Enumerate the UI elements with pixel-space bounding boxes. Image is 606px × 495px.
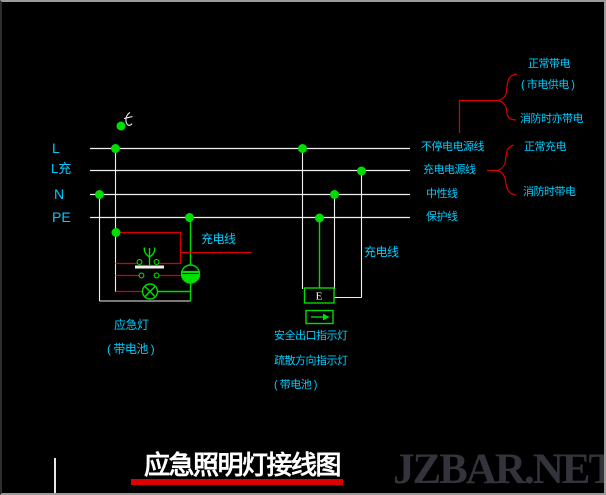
charging-line-label-1: 充电线 (201, 232, 236, 246)
relay-icon (135, 247, 164, 279)
charging-wires (115, 231, 252, 293)
junction-dot (111, 144, 120, 153)
switch-junction-dot (116, 121, 126, 131)
title-underline (131, 479, 343, 485)
brace-1 (497, 73, 518, 121)
watermark: JZBAR.NET (393, 446, 606, 493)
brace-2 (496, 144, 517, 196)
bus-label-Lc: L充 (51, 161, 72, 176)
exit-sign-subcaption: ( 带电池 ) (274, 379, 317, 391)
bracket-lead-1 (458, 99, 498, 133)
bus-desc-neutral: 中性线 (426, 188, 458, 200)
junction-dot (357, 166, 366, 176)
emergency-light-wires (98, 148, 191, 302)
bus-lines (90, 147, 410, 219)
charging-line-label-2: 充电线 (364, 245, 399, 259)
annotation-brackets (458, 73, 518, 196)
bus-desc-charging-power: 充电电源线 (423, 164, 476, 176)
relay-armature-bar (135, 265, 164, 269)
wire-charging-branch (116, 231, 182, 264)
exit-sign-box: E (303, 287, 335, 304)
battery-icon (180, 264, 201, 284)
pe-wires (158, 219, 321, 301)
junction-dot (95, 190, 104, 199)
annotation-normal-charging: 正常充电 (524, 141, 567, 153)
bus-desc-unswitched-power: 不停电电源线 (421, 141, 485, 153)
arrow-sign-icon (305, 309, 334, 325)
junction-dot (330, 190, 339, 199)
junction-dot (315, 213, 324, 223)
junction-dot (185, 213, 194, 222)
drawing-title: 应急照明灯接线图 (144, 450, 342, 480)
annotation-live-during-fire: 消防时亦带电 (520, 113, 584, 125)
exit-sign-letter: E (316, 291, 323, 303)
annotation-charged-during-fire: 消防时带电 (523, 186, 576, 198)
junction-dot (298, 144, 307, 153)
lamp-icon (141, 283, 159, 300)
annotation-mains-supply: ( 市电供电 ) (521, 79, 575, 91)
bus-label-PE: PE (52, 209, 71, 225)
junction-dots (95, 121, 366, 237)
annotation-normal-live: 正常带电 (528, 58, 571, 70)
exit-sign-caption: 安全出口指示灯 (274, 330, 348, 342)
bus-label-L: L (52, 140, 60, 156)
emergency-lamp-caption: 应急灯 (114, 318, 149, 332)
frame-line (54, 458, 56, 493)
junction-dot (111, 228, 121, 237)
exit-sign-wires (301, 148, 363, 299)
bus-label-N: N (54, 186, 65, 202)
bus-desc-protective-earth: 保护线 (426, 211, 458, 223)
pull-cord-switch-icon (123, 112, 133, 126)
direction-sign-caption: 疏散方向指示灯 (274, 355, 348, 367)
emergency-lamp-subcaption: ( 带电池 ) (107, 342, 155, 356)
